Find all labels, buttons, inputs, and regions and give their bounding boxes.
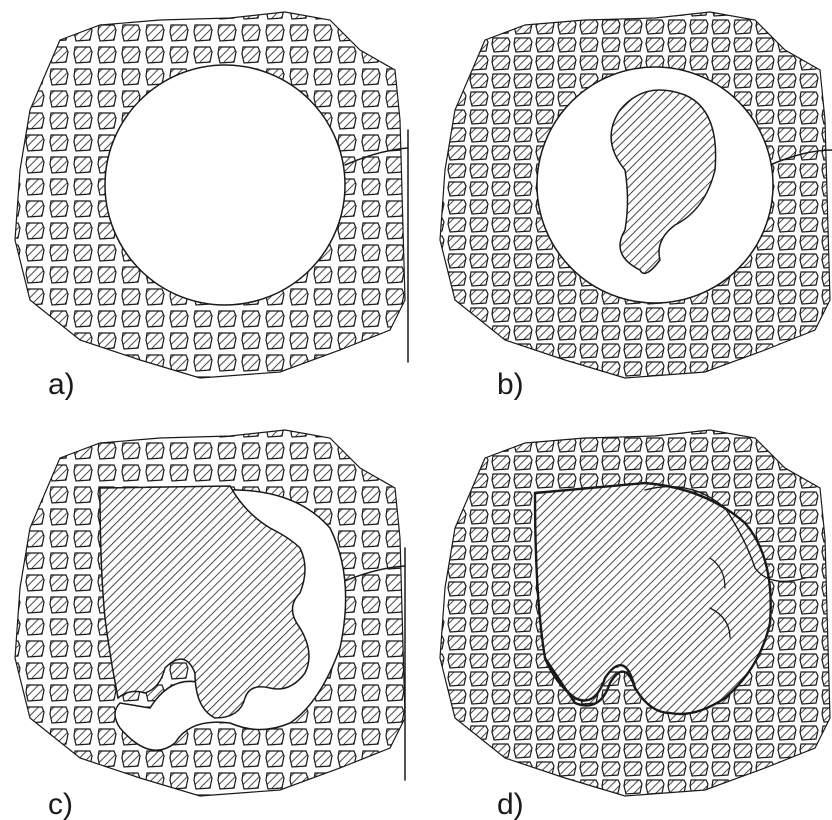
panel-label-c: c) bbox=[48, 788, 73, 820]
panel-b: b) bbox=[440, 12, 832, 401]
panel-label-a: a) bbox=[48, 368, 75, 401]
panel-a: a) bbox=[15, 12, 408, 401]
panel-label-b: b) bbox=[497, 368, 524, 401]
panel-d: d) bbox=[440, 430, 830, 820]
panel-c: c) bbox=[15, 430, 405, 820]
panel-label-d: d) bbox=[497, 788, 524, 820]
filled-defect bbox=[535, 483, 771, 714]
cavity bbox=[105, 65, 345, 305]
